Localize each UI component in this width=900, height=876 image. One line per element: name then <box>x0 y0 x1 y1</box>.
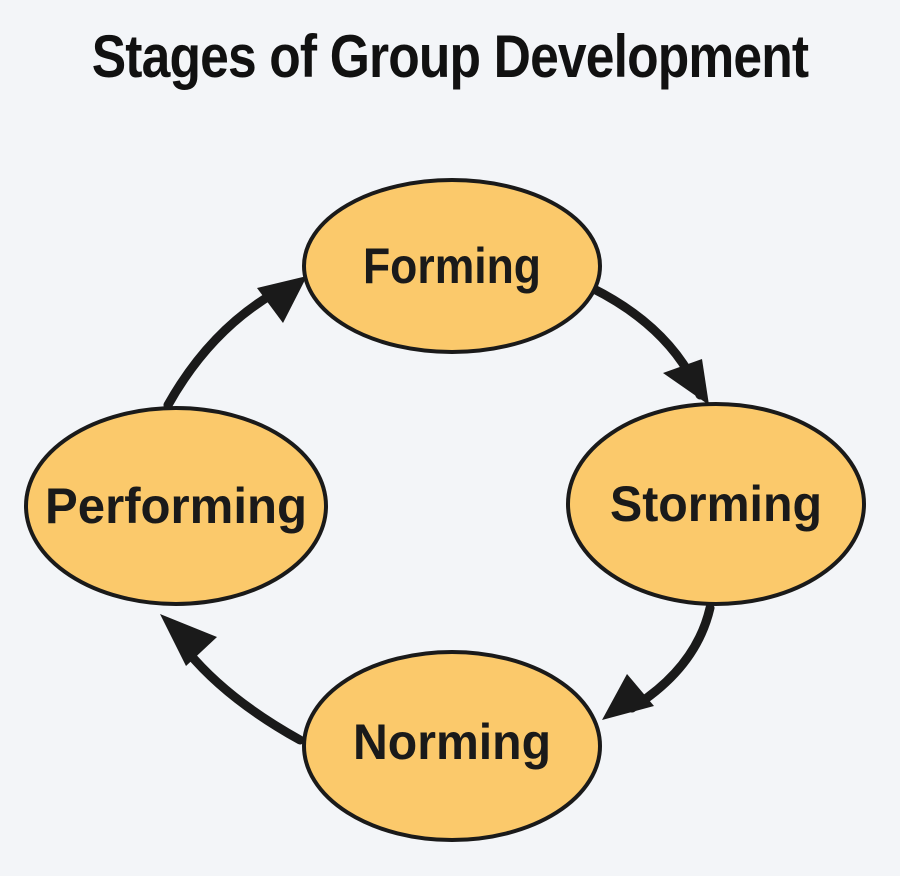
stage-storming: Storming <box>566 402 866 606</box>
stage-label-norming: Norming <box>353 714 551 770</box>
stage-label-storming: Storming <box>610 476 822 532</box>
diagram-title: Stages of Group Development <box>91 23 809 90</box>
stage-label-forming: Forming <box>363 238 541 294</box>
stage-norming: Norming <box>302 650 602 842</box>
arrow-performing-to-forming <box>163 276 307 410</box>
arrow-forming-to-storming <box>587 283 709 405</box>
stage-forming: Forming <box>302 178 602 354</box>
stage-label-performing: Performing <box>45 478 307 534</box>
stage-performing: Performing <box>24 406 328 606</box>
arrow-norming-to-performing <box>160 614 305 745</box>
arrow-storming-to-norming <box>602 603 715 720</box>
